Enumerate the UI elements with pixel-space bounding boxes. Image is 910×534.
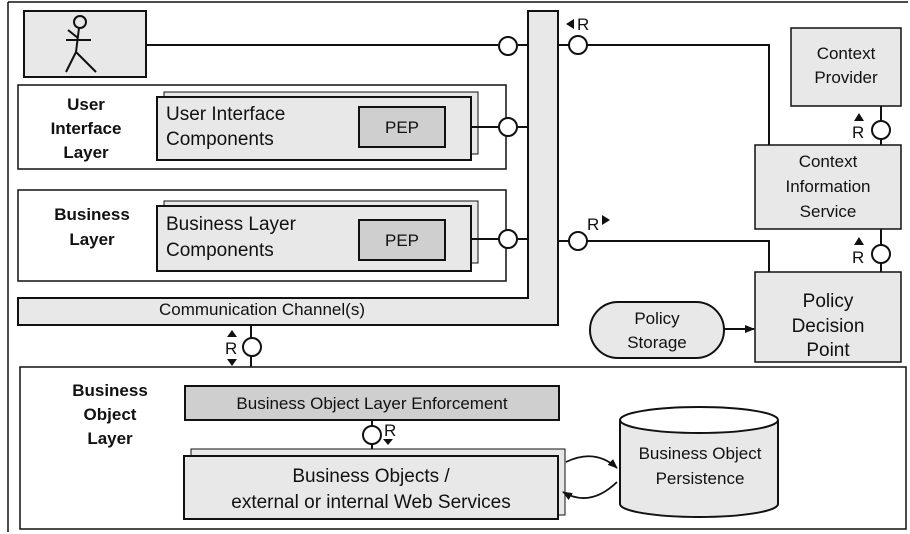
context-service-label-line2: Information (785, 177, 870, 196)
provider-service-connector (871, 106, 891, 145)
ui-components-label-line1: User Interface (166, 104, 285, 125)
channel-bol-r-label: R (225, 339, 237, 358)
business-object-persistence-cylinder (619, 406, 779, 518)
pdp-label-line3: Point (806, 340, 850, 361)
pdp-label-line1: Policy (803, 291, 854, 312)
provider-service-r-label: R (852, 123, 864, 142)
channel-connectors (146, 36, 528, 249)
user-port-circle (498, 36, 518, 56)
pdp-label-line2: Decision (792, 316, 865, 337)
context-request-connector (558, 35, 770, 146)
business-port-circle (498, 229, 518, 249)
service-pdp-r-label: R (852, 248, 864, 267)
business-layer-label-line1: Business (54, 205, 130, 224)
business-components-label-line2: Components (166, 240, 274, 261)
business-components-label-line1: Business Layer (166, 214, 297, 235)
bol-enforcement-box (184, 385, 560, 421)
ui-layer-label-line3: Layer (63, 143, 109, 162)
ui-pep-label: PEP (385, 118, 419, 137)
request-arrow-up-icon-3 (227, 330, 237, 337)
request-arrow-up-icon-2 (854, 237, 864, 245)
business-pep-label: PEP (385, 231, 419, 250)
user-stick-figure-icon (65, 15, 97, 73)
request-arrow-right-icon (602, 215, 610, 225)
business-objects-label-line1: Business Objects / (292, 466, 450, 487)
policy-storage-label-line1: Policy (634, 309, 680, 328)
business-layer-label-line2: Layer (69, 230, 115, 249)
business-objects-label-line2: external or internal Web Services (231, 492, 511, 513)
request-arrow-down-icon (227, 359, 237, 366)
business-pep-box (358, 219, 446, 261)
bol-enforcement-label: Business Object Layer Enforcement (236, 394, 507, 413)
bol-label-line3: Layer (87, 429, 133, 448)
policy-storage-label-line2: Storage (627, 333, 687, 352)
request-arrow-left-icon (566, 19, 574, 29)
pdp-request-connector (558, 231, 770, 272)
bol-label-line2: Object (84, 405, 137, 424)
communication-channel-bar (17, 10, 559, 326)
persistence-to-objects-arrow (562, 481, 618, 501)
context-request-r-label: R (577, 15, 589, 34)
persistence-label-line2: Persistence (656, 469, 745, 488)
context-service-label-line1: Context (799, 152, 858, 171)
ui-layer-label-line1: User (67, 95, 105, 114)
request-arrow-down-icon-2 (383, 439, 393, 445)
business-objects-box (183, 455, 559, 520)
pdp-request-r-label: R (587, 215, 599, 234)
request-arrow-up-icon (854, 113, 864, 121)
bol-label-line1: Business (72, 381, 148, 400)
context-provider-label-line2: Provider (814, 68, 878, 87)
communication-channel-label: Communication Channel(s) (159, 300, 365, 319)
context-provider-box (790, 27, 902, 107)
ui-port-circle (498, 117, 518, 137)
ui-layer-label-line2: Interface (51, 119, 122, 138)
context-service-label-line3: Service (800, 202, 857, 221)
objects-to-persistence-arrow (565, 455, 618, 469)
context-provider-label-line1: Context (817, 44, 876, 63)
ui-pep-box (358, 106, 446, 148)
ui-components-label-line2: Components (166, 129, 274, 150)
enforcement-objects-r-label: R (384, 421, 396, 440)
context-information-service-box (754, 144, 902, 230)
persistence-label-line1: Business Object (639, 444, 762, 463)
service-pdp-connector (871, 229, 891, 272)
policy-decision-point-box (754, 271, 902, 363)
